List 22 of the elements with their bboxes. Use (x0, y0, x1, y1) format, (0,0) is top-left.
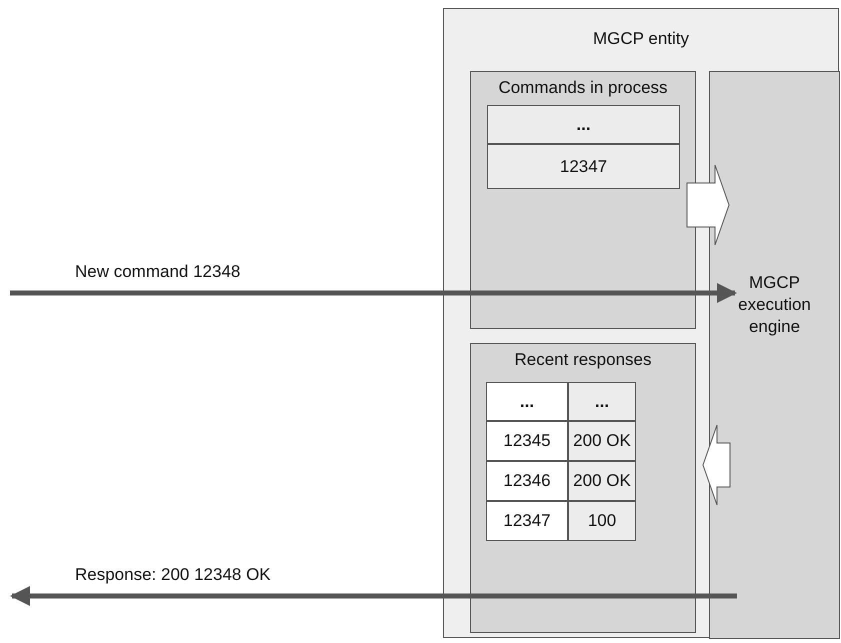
table-cell: ... (486, 382, 568, 421)
arrow (10, 586, 737, 606)
engine-box: MGCP execution engine (709, 71, 840, 639)
table-cell: 12346 (486, 461, 568, 501)
table-cell: ... (487, 105, 680, 144)
process-panel (470, 71, 696, 329)
table-cell: 200 OK (568, 421, 636, 461)
edge-label: Response: 200 12348 OK (75, 565, 271, 585)
panel-title: Commands in process (497, 78, 669, 98)
panel-title: MGCP entity (592, 29, 690, 49)
table-cell: 12347 (486, 501, 568, 541)
responses-panel (470, 343, 696, 633)
table-cell: ... (568, 382, 636, 421)
arrow (10, 283, 737, 303)
block-arrow (686, 164, 730, 246)
table-cell: 12345 (486, 421, 568, 461)
table-cell: 100 (568, 501, 636, 541)
entity-panel (443, 8, 839, 638)
block-arrow (702, 424, 730, 506)
panel-title: Recent responses (513, 350, 653, 370)
table-cell: 200 OK (568, 461, 636, 501)
table-cell: 12347 (487, 144, 680, 189)
